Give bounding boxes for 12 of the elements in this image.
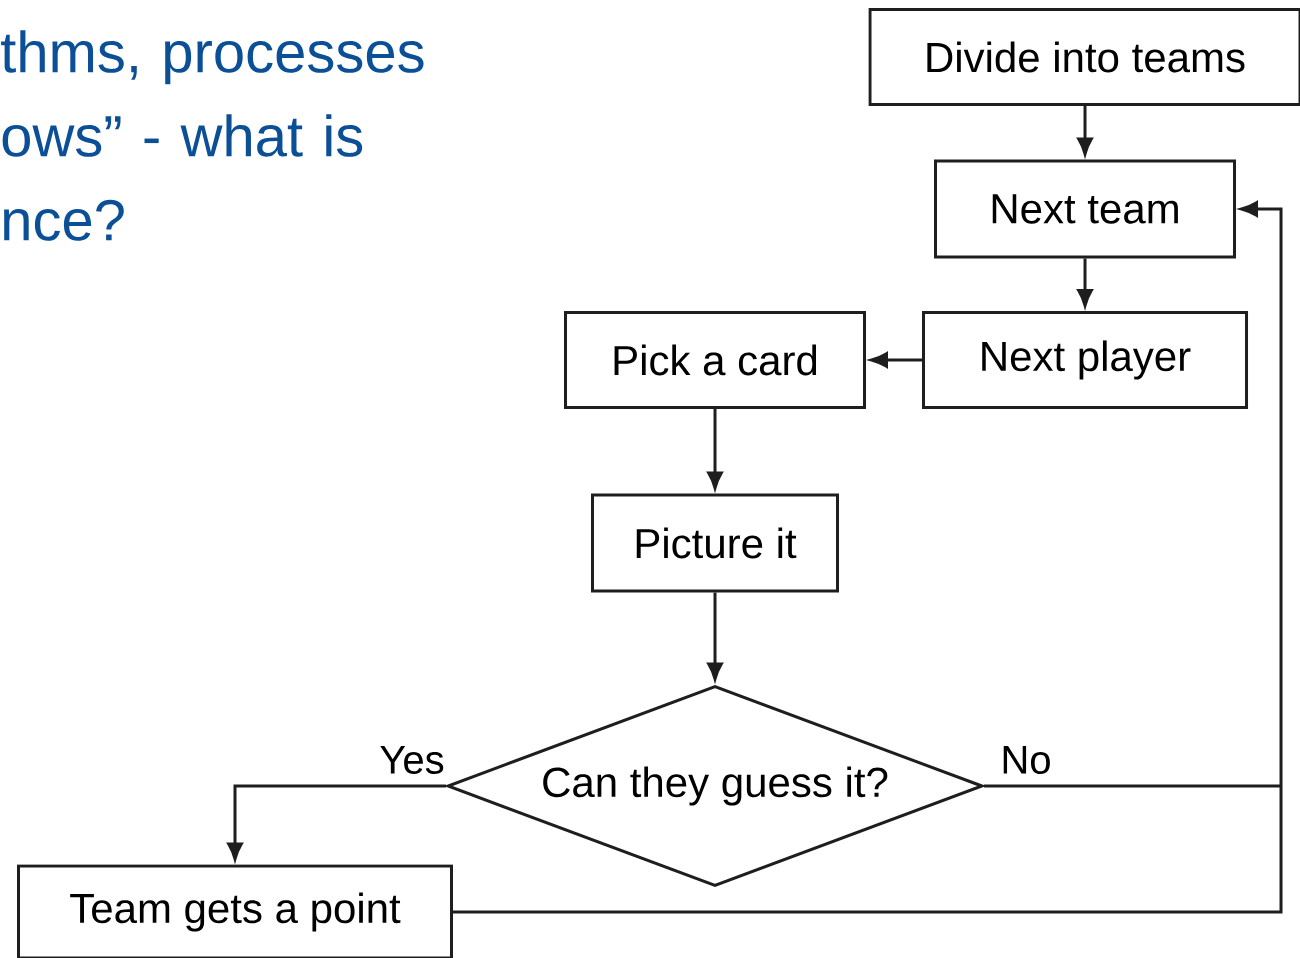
process-box: Divide into teams [868, 8, 1300, 106]
process-box: Pick a card [564, 311, 866, 409]
arrow [707, 409, 723, 490]
process-box: Next player [922, 311, 1248, 409]
process-box: Next team [934, 159, 1236, 259]
process-box: Picture it [591, 493, 839, 593]
heading: thms, processes ows” - what is nce? [1, 30, 424, 241]
connector-line [453, 786, 1283, 914]
connector-line [984, 784, 1281, 788]
edge-label: No [1003, 746, 1050, 774]
process-box: Team gets a point [17, 864, 453, 958]
edge-label: Yes [380, 746, 444, 774]
